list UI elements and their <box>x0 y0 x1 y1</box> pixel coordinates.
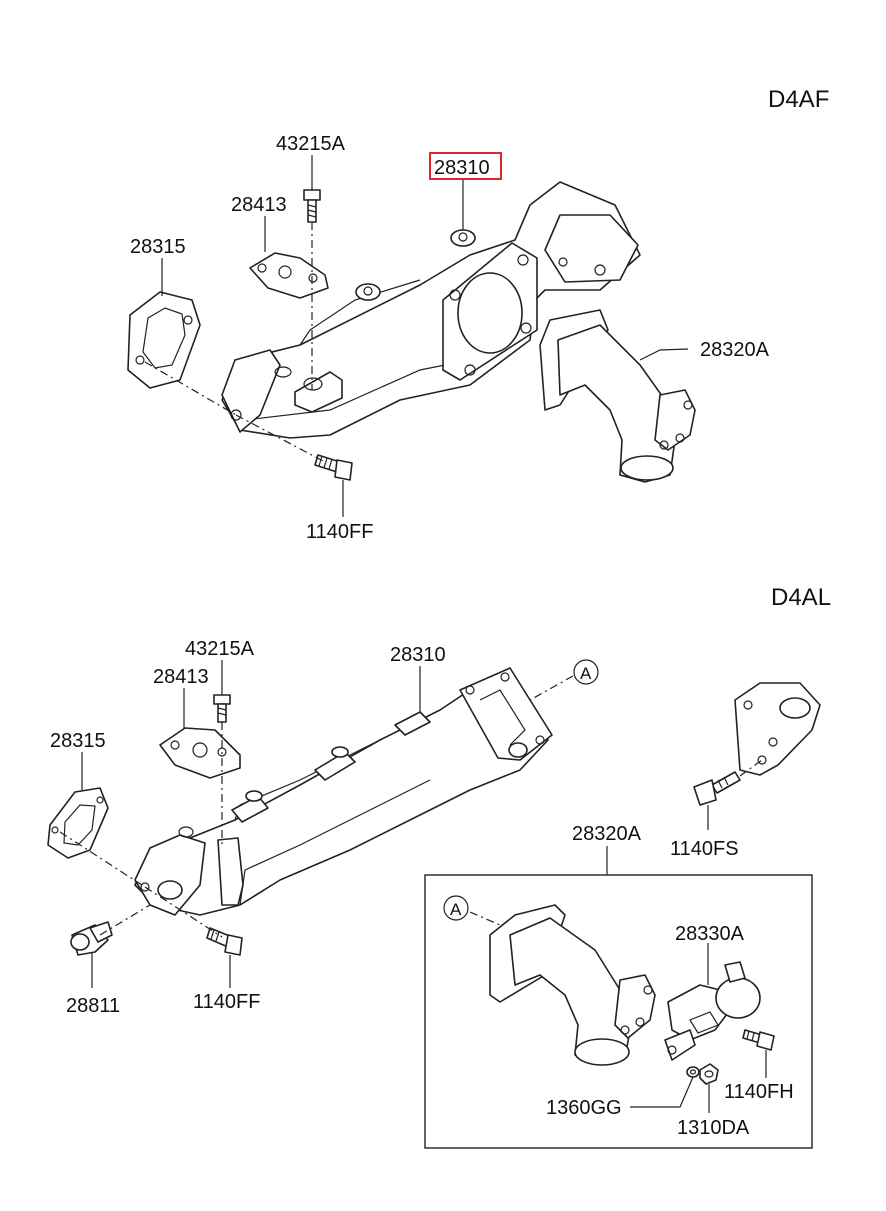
egr-valve-28330a <box>664 961 761 1061</box>
label-ref-a-inset: A <box>450 900 462 919</box>
label-1360gg: 1360GG <box>546 1097 622 1119</box>
mounting-bracket-right <box>734 682 821 776</box>
gasket-28315-top <box>127 291 201 389</box>
inset-box-28320a <box>424 874 813 1149</box>
label-28310-bottom[interactable]: 28310 <box>390 644 446 666</box>
centerline-ref-a <box>529 675 574 701</box>
bolt-1140fh <box>742 1029 775 1051</box>
section-d4af: D4AF <box>127 86 829 543</box>
bolt-1140ff-top <box>314 454 353 481</box>
label-43215a-bottom: 43215A <box>185 638 255 660</box>
centerline-1140fs <box>739 759 763 777</box>
label-28320a-top: 28320A <box>700 339 770 361</box>
label-1140ff-bottom: 1140FF <box>193 991 260 1013</box>
centerline-bottom-gasket <box>59 831 146 888</box>
label-1310da: 1310DA <box>677 1117 750 1139</box>
engine-code-d4af: D4AF <box>768 86 829 113</box>
centerline-bottom-1140ff <box>144 886 223 938</box>
exhaust-manifold-bottom <box>134 667 553 916</box>
label-28315-bottom: 28315 <box>50 730 106 752</box>
bracket-28413-top <box>249 252 329 299</box>
sensor-28811 <box>70 921 113 956</box>
highlight-box-28310 <box>429 152 502 180</box>
label-ref-a: A <box>580 664 592 683</box>
label-1140fs: 1140FS <box>670 838 739 860</box>
elbow-pipe-28320a-bottom <box>489 904 656 1066</box>
label-28811: 28811 <box>66 995 120 1017</box>
bolt-1140ff-bottom <box>206 927 243 956</box>
bracket-28413-bottom <box>159 727 241 779</box>
label-28330a: 28330A <box>675 923 745 945</box>
label-1140ff-top: 1140FF <box>306 521 373 543</box>
centerline-sensor <box>99 904 151 936</box>
nut-1310da <box>699 1063 719 1085</box>
bolt-43215a-top <box>303 189 321 223</box>
bolt-43215a-bottom <box>213 694 231 723</box>
label-28413-bottom: 28413 <box>153 666 209 688</box>
washer-1360gg <box>686 1066 700 1078</box>
engine-code-d4al: D4AL <box>771 584 831 611</box>
elbow-pipe-28320a-top <box>539 309 696 483</box>
reference-a-marker <box>573 659 599 685</box>
label-28315-top: 28315 <box>130 236 186 258</box>
gasket-28315-bottom <box>47 787 109 859</box>
section-d4al: D4AL <box>47 584 831 1149</box>
label-28310-top[interactable]: 28310 <box>434 157 490 179</box>
label-1140fh: 1140FH <box>724 1081 794 1103</box>
reference-a-inset-marker <box>443 895 469 921</box>
exhaust-manifold-top <box>221 181 641 439</box>
label-28320a-bottom: 28320A <box>572 823 642 845</box>
bolt-1140fs <box>693 771 741 806</box>
label-43215a-top: 43215A <box>276 133 346 155</box>
label-28413-top: 28413 <box>231 194 287 216</box>
